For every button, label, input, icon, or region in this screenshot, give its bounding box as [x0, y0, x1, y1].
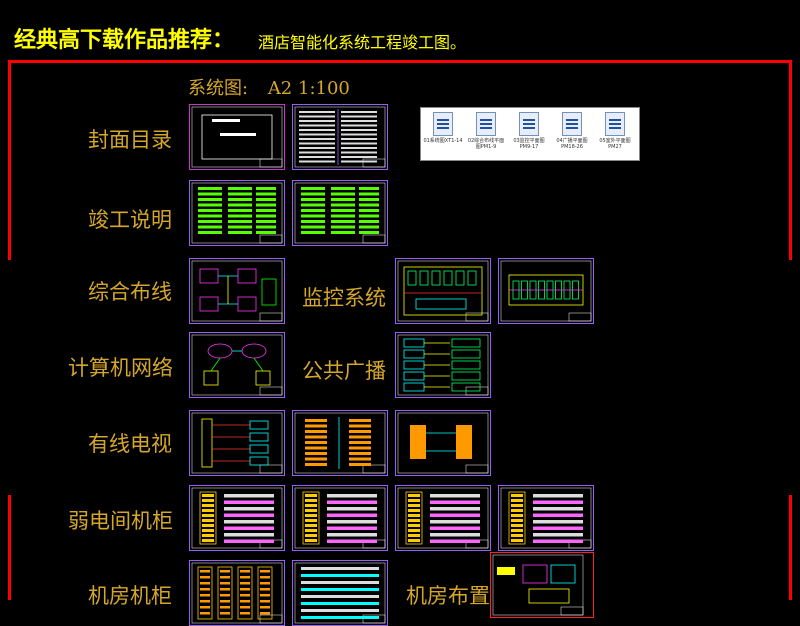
system-scale: A2 1:100 — [267, 78, 350, 99]
drawing-sheet-artwork — [191, 487, 283, 549]
drawing-sheet-artwork — [397, 260, 489, 322]
frame-top — [8, 60, 792, 63]
drawing-sheet[interactable] — [189, 410, 285, 476]
drawing-sheet[interactable] — [189, 104, 285, 170]
drawing-sheet-artwork — [191, 412, 283, 474]
drawing-file-icon — [605, 112, 625, 136]
drawing-sheet[interactable] — [292, 485, 388, 551]
header-title: 经典高下载作品推荐： — [14, 28, 235, 53]
drawing-sheet-artwork — [294, 106, 386, 168]
section-label-cover: 封面目录 — [88, 128, 172, 152]
file-thumbnail[interactable]: 05室外平面图PM27 — [595, 110, 635, 158]
drawing-sheet-artwork — [294, 182, 386, 244]
drawing-sheet[interactable] — [490, 552, 594, 618]
drawing-sheet-artwork — [191, 334, 283, 396]
section-label-network: 计算机网络 — [68, 356, 173, 380]
drawing-sheet[interactable] — [395, 332, 491, 398]
file-thumbnail-label: 01系统图XT1-14 — [423, 138, 463, 144]
drawing-sheet[interactable] — [292, 560, 388, 626]
file-thumbnail-label: 03监控平面图PM9-17 — [513, 138, 545, 150]
drawing-sheet-artwork — [294, 562, 386, 624]
inline-label-cctv: 监控系统 — [302, 286, 386, 310]
system-label: 系统图: — [188, 78, 249, 99]
drawing-sheet[interactable] — [395, 258, 491, 324]
drawing-sheet[interactable] — [189, 180, 285, 246]
drawing-file-icon — [433, 112, 453, 136]
file-thumbnail[interactable]: 03监控平面图PM9-17 — [509, 110, 549, 158]
drawing-sheet[interactable] — [189, 485, 285, 551]
drawing-sheet[interactable] — [292, 180, 388, 246]
drawing-sheet[interactable] — [189, 332, 285, 398]
drawing-sheet[interactable] — [498, 258, 594, 324]
file-thumbnail[interactable]: 02综合布线平面图PM1-9 — [466, 110, 506, 158]
drawing-sheet[interactable] — [395, 485, 491, 551]
drawing-sheet-artwork — [397, 412, 489, 474]
drawing-sheet-artwork — [492, 554, 584, 616]
file-thumbnail[interactable]: 01系统图XT1-14 — [423, 110, 463, 158]
drawing-sheet-artwork — [191, 182, 283, 244]
frame-right-upper — [789, 60, 792, 260]
file-thumbnail-label: 04广播平面图PM18-26 — [556, 138, 588, 150]
file-thumbnail-label: 02综合布线平面图PM1-9 — [467, 138, 505, 150]
drawing-sheet-artwork — [294, 487, 386, 549]
inline-label-room-layout: 机房布置 — [406, 584, 490, 608]
frame-left-upper — [8, 60, 11, 260]
drawing-sheet[interactable] — [189, 258, 285, 324]
drawing-sheet[interactable] — [292, 410, 388, 476]
drawing-sheet[interactable] — [395, 410, 491, 476]
file-thumbnail[interactable]: 04广播平面图PM18-26 — [552, 110, 592, 158]
drawing-sheet[interactable] — [292, 104, 388, 170]
frame-right-lower — [789, 495, 792, 600]
section-label-server: 机房机柜 — [88, 584, 172, 608]
frame-left-lower — [8, 495, 11, 600]
drawing-sheet-artwork — [294, 412, 386, 474]
section-label-notes: 竣工说明 — [88, 208, 172, 232]
system-diagram-heading: 系统图: A2 1:100 — [188, 74, 350, 100]
drawing-sheet-artwork — [191, 260, 283, 322]
drawing-sheet-artwork — [500, 487, 592, 549]
drawing-sheet-artwork — [191, 562, 283, 624]
drawing-sheet[interactable] — [498, 485, 594, 551]
section-label-catv: 有线电视 — [88, 432, 172, 456]
header-subtitle: 酒店智能化系统工程竣工图。 — [258, 33, 467, 52]
drawing-sheet[interactable] — [189, 560, 285, 626]
header: 经典高下载作品推荐： 酒店智能化系统工程竣工图。 — [0, 0, 800, 60]
section-label-rack: 弱电间机柜 — [68, 509, 173, 533]
drawing-sheet-artwork — [397, 487, 489, 549]
drawing-sheet-artwork — [191, 106, 283, 168]
file-thumbnail-label: 05室外平面图PM27 — [599, 138, 631, 150]
drawing-sheet-artwork — [397, 334, 489, 396]
inline-label-pa: 公共广播 — [302, 359, 386, 383]
drawing-file-icon — [519, 112, 539, 136]
section-label-cabling: 综合布线 — [88, 280, 172, 304]
drawing-file-icon — [476, 112, 496, 136]
file-thumbnail-panel: 01系统图XT1-14 02综合布线平面图PM1-9 03监控平面图PM9-17… — [420, 107, 640, 161]
drawing-sheet-artwork — [500, 260, 592, 322]
drawing-file-icon — [562, 112, 582, 136]
